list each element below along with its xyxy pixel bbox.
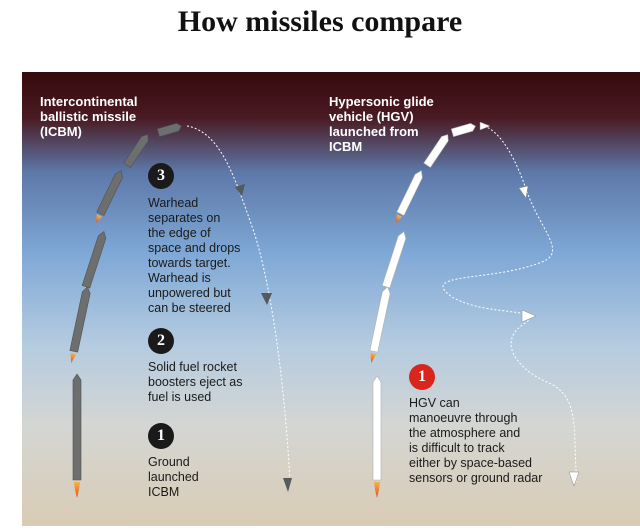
hgv-label-line: vehicle (HGV) xyxy=(329,109,414,124)
arrowhead-icon xyxy=(235,184,245,196)
icbm-label: Intercontinental ballistic missile (ICBM… xyxy=(40,94,138,139)
step-line: sensors or ground radar xyxy=(409,471,543,485)
arrowhead-icon xyxy=(261,293,272,305)
icbm-trajectory xyxy=(186,125,291,483)
hgv-trajectory xyxy=(442,125,578,483)
page-title: How missiles compare xyxy=(177,5,463,38)
step-line: space and drops xyxy=(148,241,241,255)
step-line: Solid fuel rocket xyxy=(148,360,237,374)
diagram-panel: Intercontinental ballistic missile (ICBM… xyxy=(22,72,640,526)
step-3-text: Warhead separates on the edge of space a… xyxy=(148,196,240,316)
icbm-label-line: Intercontinental xyxy=(40,94,138,109)
flame-icon xyxy=(95,214,103,223)
step-line: HGV can xyxy=(409,396,460,410)
hgv-arrowheads xyxy=(479,121,580,487)
step-2-text: Solid fuel rocket boosters eject as fuel… xyxy=(148,360,243,405)
step-2-badge: 2 xyxy=(148,328,174,354)
icbm-arrowheads xyxy=(235,184,292,492)
step-line: launched xyxy=(148,470,199,484)
step-line: towards target. xyxy=(148,256,231,270)
step-line: can be steered xyxy=(148,301,231,315)
flame-icon xyxy=(70,352,77,364)
hgv-label: Hypersonic glide vehicle (HGV) launched … xyxy=(329,94,434,154)
flame-icon xyxy=(74,482,80,498)
hgv-label-line: launched from xyxy=(329,124,419,139)
arrowhead-icon xyxy=(283,478,292,492)
icbm-label-line: ballistic missile xyxy=(40,109,137,124)
sky-background xyxy=(22,72,640,526)
arrowhead-icon xyxy=(518,185,529,199)
hgv-label-line: ICBM xyxy=(329,139,363,154)
step-line: manoeuvre through xyxy=(409,411,518,425)
arrowhead-icon xyxy=(479,121,491,131)
step-1-text: Ground launched ICBM xyxy=(148,455,199,500)
hgv-step-badge: 1 xyxy=(409,364,435,390)
step-line: Warhead xyxy=(148,196,199,210)
flame-icon xyxy=(370,352,377,364)
step-line: Ground xyxy=(148,455,190,469)
hgv-label-line: Hypersonic glide xyxy=(329,94,434,109)
step-line: unpowered but xyxy=(148,286,231,300)
step-line: either by space-based xyxy=(409,456,532,470)
hgv-missile-stages xyxy=(369,123,476,498)
step-line: the edge of xyxy=(148,226,211,240)
arrowhead-icon xyxy=(568,471,580,487)
flame-icon xyxy=(374,482,380,498)
step-line: boosters eject as xyxy=(148,375,243,389)
arrowhead-icon xyxy=(521,309,537,323)
step-3-badge: 3 xyxy=(148,163,174,189)
hgv-ground-missile xyxy=(372,375,382,481)
icbm-label-line: (ICBM) xyxy=(40,124,82,139)
icbm-ground-missile xyxy=(72,373,82,481)
step-line: ICBM xyxy=(148,485,180,499)
step-line: Warhead is xyxy=(148,271,211,285)
step-line: is difficult to track xyxy=(409,441,505,455)
icbm-missile-stages xyxy=(69,123,182,498)
step-1-badge: 1 xyxy=(148,423,174,449)
step-line: fuel is used xyxy=(148,390,212,404)
flame-icon xyxy=(395,214,403,223)
hgv-step-text: HGV can manoeuvre through the atmosphere… xyxy=(409,396,542,486)
diagram-illustration xyxy=(22,72,640,526)
step-line: separates on xyxy=(148,211,221,225)
step-line: the atmosphere and xyxy=(409,426,521,440)
